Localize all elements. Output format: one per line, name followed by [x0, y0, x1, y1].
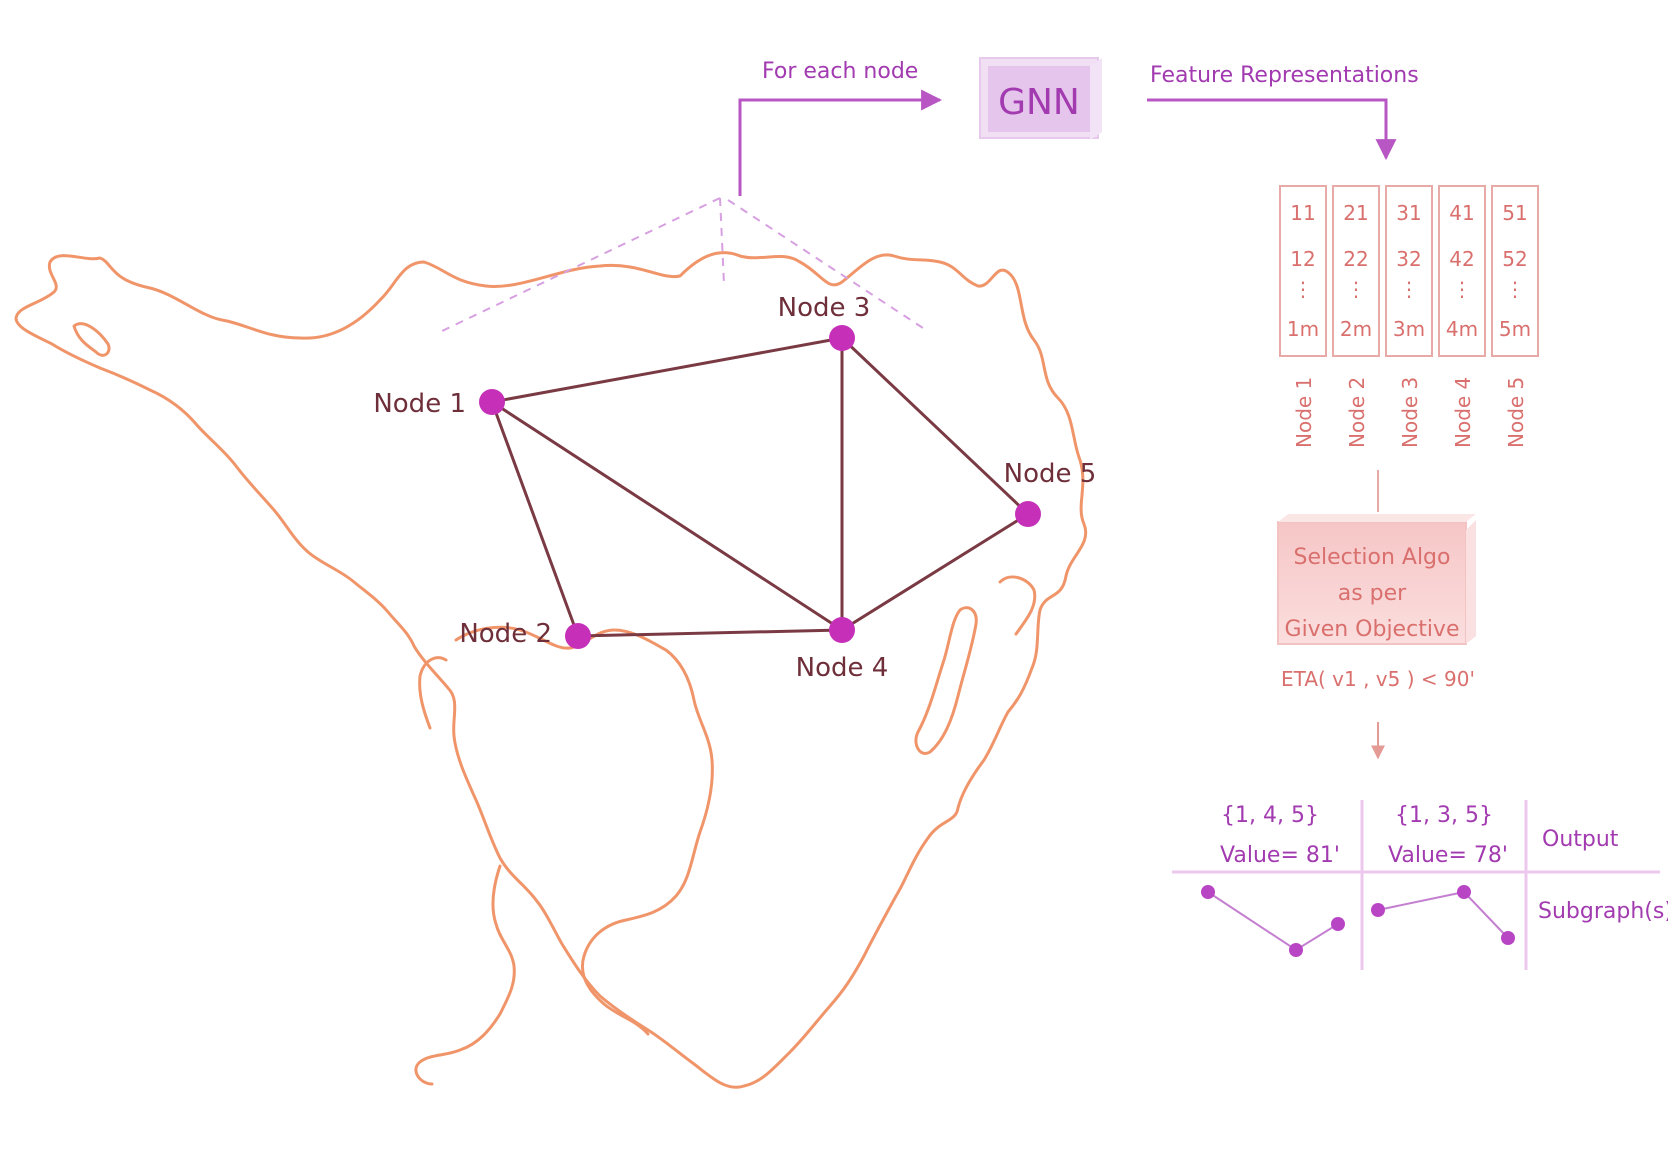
output-col1-set: {1, 4, 5} [1221, 803, 1319, 828]
gnn-label: GNN [998, 82, 1080, 123]
graph-edges [490, 336, 1030, 638]
feature-value: 2m [1340, 317, 1372, 341]
feature-column-box [1332, 185, 1380, 357]
subgraph-1 [1201, 885, 1345, 957]
feature-column-label: Node 2 [1345, 377, 1369, 448]
graph-node-5 [1015, 501, 1041, 527]
feature-value: 4m [1446, 317, 1478, 341]
feature-value: 32 [1396, 247, 1421, 271]
feature-value: 1m [1287, 317, 1319, 341]
output-table [1172, 800, 1660, 970]
feature-column-box [1279, 185, 1327, 357]
graph-node-label: Node 3 [778, 293, 871, 323]
graph-edge [841, 512, 1029, 632]
subgraph-label: Subgraph(s) [1538, 899, 1668, 924]
for-each-node-label: For each node [762, 59, 918, 84]
feature-value: 41 [1449, 201, 1474, 225]
feature-value: ⋮ [1452, 277, 1472, 301]
graph-node-label: Node 2 [459, 619, 552, 649]
selection-box: Selection Algo as per Given Objective [1277, 514, 1476, 645]
feature-value: ⋮ [1399, 277, 1419, 301]
selection-line3: Given Objective [1285, 617, 1460, 642]
for-each-node-arrow [738, 89, 943, 196]
feature-value: 52 [1502, 247, 1527, 271]
feature-repr-label: Feature Representations [1150, 63, 1419, 88]
graph-edge [577, 628, 843, 638]
subgraph-1-edges [1207, 891, 1339, 952]
graph-node-label: Node 1 [373, 389, 466, 419]
subgraph-2-edges [1377, 890, 1509, 939]
subgraph-2-node [1457, 885, 1471, 899]
feature-repr-arrow [1147, 98, 1397, 161]
subgraph-2-node [1501, 931, 1515, 945]
selection-line1: Selection Algo [1294, 545, 1451, 570]
graph-node-2 [565, 623, 591, 649]
graph-node-1 [479, 389, 505, 415]
feature-column-box [1385, 185, 1433, 357]
subgraph-2 [1371, 885, 1515, 945]
feature-value: ⋮ [1346, 277, 1366, 301]
feature-column-label: Node 3 [1398, 377, 1422, 448]
output-label: Output [1542, 827, 1619, 852]
feature-value: 51 [1502, 201, 1527, 225]
feature-value: 22 [1343, 247, 1368, 271]
graph-node-3 [829, 325, 855, 351]
map-outline [14, 251, 1088, 1089]
graph-edge [491, 336, 843, 404]
feature-column-label: Node 5 [1504, 377, 1528, 448]
output-col2-set: {1, 3, 5} [1395, 803, 1493, 828]
gnn-box: GNN [979, 57, 1102, 140]
objective-text: ETA( v1 , v5 ) < 90' [1281, 667, 1475, 691]
subgraph-1-node [1201, 885, 1215, 899]
feature-value: ⋮ [1293, 277, 1313, 301]
graph-edge [840, 336, 1030, 516]
graph-node-label: Node 4 [796, 653, 889, 683]
feature-column-box [1491, 185, 1539, 357]
output-col1-value: Value= 81' [1220, 843, 1340, 868]
feature-value: 21 [1343, 201, 1368, 225]
focus-dashed-lines [439, 197, 927, 333]
subgraph-1-node [1289, 943, 1303, 957]
graph-node-label: Node 5 [1004, 459, 1097, 489]
subgraph-2-node [1371, 903, 1385, 917]
graph-nodes: Node 1 Node 2 Node 3 Node 4 Node 5 [373, 293, 1096, 683]
graph-edge [490, 401, 580, 637]
graph-edge [491, 400, 843, 632]
output-col2-value: Value= 78' [1388, 843, 1508, 868]
feature-column-box [1438, 185, 1486, 357]
feature-column-label: Node 4 [1451, 377, 1475, 448]
feature-value: 11 [1290, 201, 1315, 225]
flow-arrows [738, 89, 1397, 196]
feature-value: ⋮ [1505, 277, 1525, 301]
feature-value: 12 [1290, 247, 1315, 271]
feature-column-label: Node 1 [1292, 377, 1316, 448]
feature-value: 31 [1396, 201, 1421, 225]
feature-value: 3m [1393, 317, 1425, 341]
feature-value: 5m [1499, 317, 1531, 341]
selection-line2: as per [1338, 581, 1407, 606]
subgraph-1-node [1331, 917, 1345, 931]
feature-value: 42 [1449, 247, 1474, 271]
graph-node-4 [829, 617, 855, 643]
